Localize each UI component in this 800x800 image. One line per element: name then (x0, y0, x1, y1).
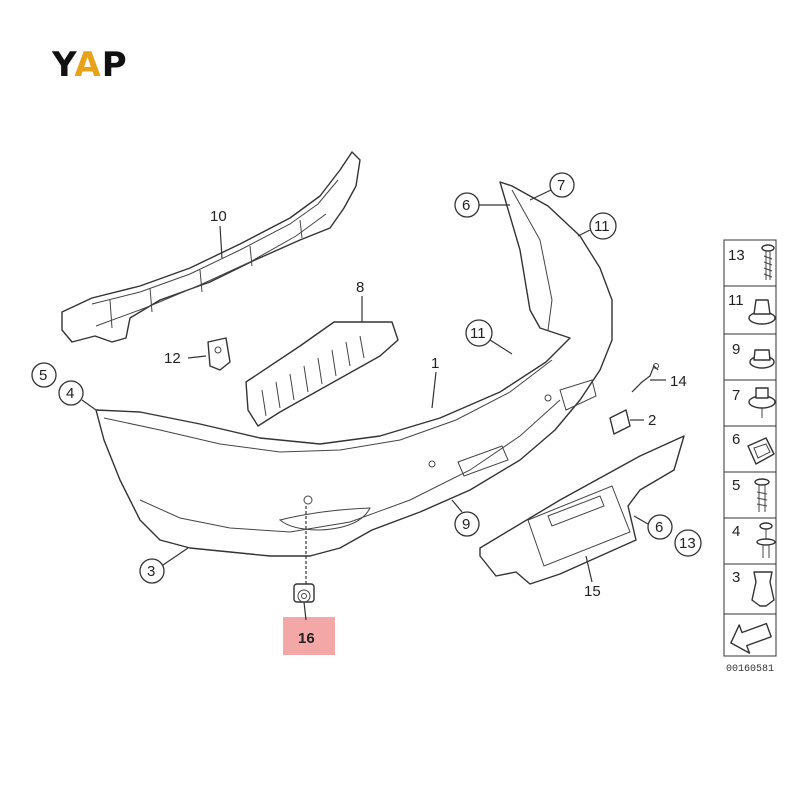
svg-text:11: 11 (470, 325, 486, 342)
callout-13: 13 (674, 529, 702, 557)
stud-4-icon (756, 522, 776, 558)
label-16: 16 (298, 630, 315, 647)
svg-text:3: 3 (147, 563, 155, 580)
label-2: 2 (648, 412, 656, 429)
bolt-5-icon (754, 478, 770, 512)
legend-label-3: 3 (732, 569, 740, 586)
label-8: 8 (356, 279, 364, 296)
fastener-legend: 13 11 9 7 6 5 4 3 (723, 239, 777, 657)
svg-text:5: 5 (39, 367, 47, 384)
part-12-bracket (207, 337, 231, 371)
direction-arrow-icon (730, 622, 772, 654)
callout-11-mid: 11 (465, 319, 493, 347)
svg-text:9: 9 (462, 516, 470, 533)
diagram-id: 00160581 (726, 664, 774, 675)
legend-label-5: 5 (732, 477, 740, 494)
legend-label-4: 4 (732, 523, 740, 540)
part-8-guide-bracket (245, 321, 399, 427)
legend-label-11: 11 (728, 292, 744, 309)
label-14: 14 (670, 373, 687, 390)
label-10: 10 (210, 208, 227, 225)
screw-13-icon (761, 244, 775, 280)
legend-label-9: 9 (732, 341, 740, 358)
rivet-3-icon (751, 571, 775, 607)
legend-label-6: 6 (732, 431, 740, 448)
washer-7-icon (748, 387, 776, 418)
callout-3-left: 3 (139, 558, 165, 584)
callout-6-bottom: 6 (647, 514, 673, 540)
svg-text:7: 7 (557, 177, 565, 194)
legend-label-13: 13 (728, 247, 745, 264)
callout-4: 4 (58, 380, 84, 406)
legend-label-7: 7 (732, 387, 740, 404)
svg-text:6: 6 (655, 519, 663, 536)
svg-text:4: 4 (66, 385, 74, 402)
clip-6-icon (747, 437, 775, 465)
part-1-bumper-panel (95, 181, 613, 557)
brand-logo: YAP (52, 45, 128, 85)
svg-text:13: 13 (679, 535, 696, 552)
svg-text:6: 6 (462, 197, 470, 214)
label-15: 15 (584, 583, 601, 600)
nut-11-icon (748, 299, 776, 325)
part-2-cover (609, 409, 631, 435)
label-12: 12 (164, 350, 181, 367)
part-15-lower-bracket (479, 435, 685, 585)
callout-11-top: 11 (589, 212, 617, 240)
callout-9: 9 (454, 511, 480, 537)
label-1: 1 (431, 355, 439, 372)
highlight-part-16 (283, 617, 335, 655)
callout-7: 7 (549, 172, 575, 198)
callout-5: 5 (31, 362, 57, 388)
part-10-reinforcement (61, 151, 361, 343)
part-16-sensor (293, 583, 315, 603)
part-14-cable (631, 364, 659, 393)
nut-9-icon (749, 349, 775, 369)
svg-text:11: 11 (594, 218, 610, 235)
callout-6-top: 6 (454, 192, 480, 218)
